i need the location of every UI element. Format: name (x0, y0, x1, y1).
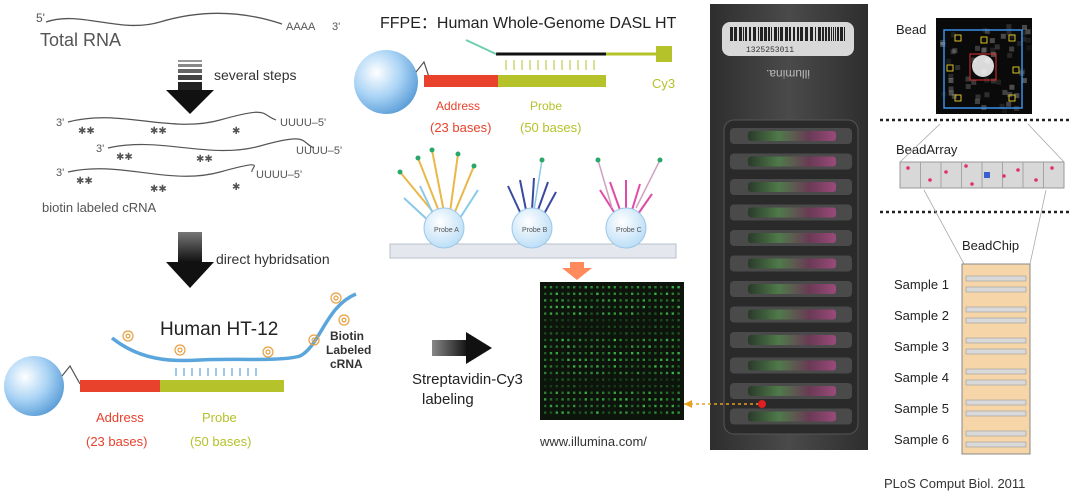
poly-a-label: AAAA (286, 21, 316, 33)
dasl-hybrid-ticks (505, 60, 595, 70)
illumina-url: www.illumina.com/ (539, 434, 647, 449)
biotin-label-line2: Labeled (326, 343, 371, 357)
svg-text:✱✱: ✱✱ (150, 184, 167, 195)
streptavidin-arrow (432, 332, 492, 364)
ht12-probe-label: Probe (202, 410, 237, 425)
dasl-probe-bases: (50 bases) (520, 120, 581, 135)
sample-lane (965, 368, 1027, 375)
biotin-label-line1: Biotin (330, 329, 364, 343)
svg-text:✱✱: ✱✱ (116, 152, 133, 163)
citation: PLoS Comput Biol. 2011 (884, 476, 1025, 491)
probe-b-label: Probe B (522, 227, 548, 234)
biotin-label-line3: cRNA (330, 357, 363, 371)
dasl-address-bases: (23 bases) (430, 120, 491, 135)
barcode-number: 1325253011 (746, 46, 794, 55)
sample-lane (965, 286, 1027, 293)
sample-lane (965, 317, 1027, 324)
sample-lane (965, 430, 1027, 437)
dasl-title: FFPE：Human Whole-Genome DASL HT (380, 15, 677, 32)
chip-lanes (730, 128, 852, 425)
sample-lane (965, 337, 1027, 344)
dasl-probe-bar (498, 75, 606, 87)
svg-text:✱: ✱ (232, 126, 240, 137)
svg-text:✱✱: ✱✱ (76, 176, 93, 187)
crna-uuuu-label: UUUU–5' (280, 117, 326, 129)
ht12-probe-bar (160, 380, 284, 392)
sample-lane (965, 275, 1027, 282)
beadchip-label: BeadChip (962, 238, 1019, 253)
chip-panel: 1325253011 illumina. (684, 4, 868, 450)
sample-lane (965, 399, 1027, 406)
sample-lane (965, 410, 1027, 417)
dasl-address-label: Address (436, 99, 480, 113)
scan-image (540, 282, 684, 420)
ht12-address-label: Address (96, 410, 144, 425)
bead-label: Bead (896, 22, 926, 37)
left-panel: 5' Total RNA AAAA 3' several steps 3' UU… (4, 11, 371, 449)
beadarray-label: BeadArray (896, 142, 958, 157)
sample-label: Sample 1 (894, 277, 949, 292)
dasl-bead (354, 50, 418, 114)
streptavidin-label-line1: Streptavidin-Cy3 (412, 371, 523, 388)
sample-label: Sample 6 (894, 432, 949, 447)
svg-text:UUUU–5': UUUU–5' (256, 169, 302, 181)
probe-b-bead-group: Probe B (507, 157, 557, 249)
dasl-probe-label: Probe (530, 99, 562, 113)
center-panel: FFPE：Human Whole-Genome DASL HT Cy3 Addr… (354, 15, 684, 449)
sample-lane (965, 306, 1027, 313)
sample-label: Sample 3 (894, 339, 949, 354)
sample-lane (965, 348, 1027, 355)
highlight-spot (758, 400, 766, 408)
sample-label: Sample 5 (894, 401, 949, 416)
crna-3prime-label: 3' (56, 117, 64, 129)
rna-3prime-label: 3' (332, 21, 340, 33)
svg-text:✱✱: ✱✱ (78, 126, 95, 137)
ht12-crna-strand (110, 292, 357, 363)
rna-5prime-label: 5' (36, 11, 45, 25)
orange-down-arrow (562, 262, 592, 280)
probe-a-label: Probe A (434, 227, 459, 234)
several-steps-label: several steps (214, 67, 296, 83)
ht12-probe-bases: (50 bases) (190, 434, 251, 449)
streptavidin-label-line2: labeling (422, 391, 474, 408)
bead-spot (972, 55, 994, 77)
ht12-title: Human HT-12 (160, 319, 278, 340)
ht12-hybrid-ticks (175, 368, 257, 376)
right-panel: Bead BeadArray BeadChip Sample 1 Sample 2… (880, 18, 1072, 491)
probe-c-label: Probe C (616, 227, 642, 234)
direct-hybridisation-label: direct hybridsation (216, 251, 330, 267)
sample-label: Sample 2 (894, 308, 949, 323)
svg-text:3': 3' (96, 143, 104, 155)
dasl-address-bar (424, 75, 498, 87)
svg-text:✱: ✱ (232, 182, 240, 193)
biotin-markers (122, 292, 350, 358)
cy3-square (656, 46, 672, 62)
probe-c-bead-group: Probe C (595, 157, 663, 249)
ht12-bead (4, 356, 64, 416)
svg-text:3': 3' (56, 167, 64, 179)
ht12-address-bases: (23 bases) (86, 434, 147, 449)
sample-lane (965, 379, 1027, 386)
ht12-address-bar (80, 380, 160, 392)
beadchip-slide (961, 263, 1031, 455)
crna-strands: 3' UUUU–5' ✱✱ ✱✱ ✱ 3' UUUU–5' ✱✱ ✱✱ 3' U… (56, 111, 342, 195)
crna-label: biotin labeled cRNA (42, 200, 157, 215)
chip-lane-area (723, 119, 859, 435)
barcode: 1325253011 (730, 27, 845, 55)
svg-text:✱✱: ✱✱ (196, 154, 213, 165)
scan-speckles (544, 286, 680, 414)
several-steps-arrow (166, 60, 214, 114)
probe-a-bead-group: Probe A (397, 147, 479, 249)
brand-mark: illumina. (766, 67, 810, 81)
cy3-label: Cy3 (652, 76, 675, 91)
total-rna-title: Total RNA (40, 30, 121, 50)
sample-lane (965, 441, 1027, 448)
sample-label: Sample 4 (894, 370, 949, 385)
svg-text:UUUU–5': UUUU–5' (296, 145, 342, 157)
hybridisation-arrow (166, 232, 214, 288)
svg-text:✱✱: ✱✱ (150, 126, 167, 137)
total-rna-strand (45, 12, 283, 27)
